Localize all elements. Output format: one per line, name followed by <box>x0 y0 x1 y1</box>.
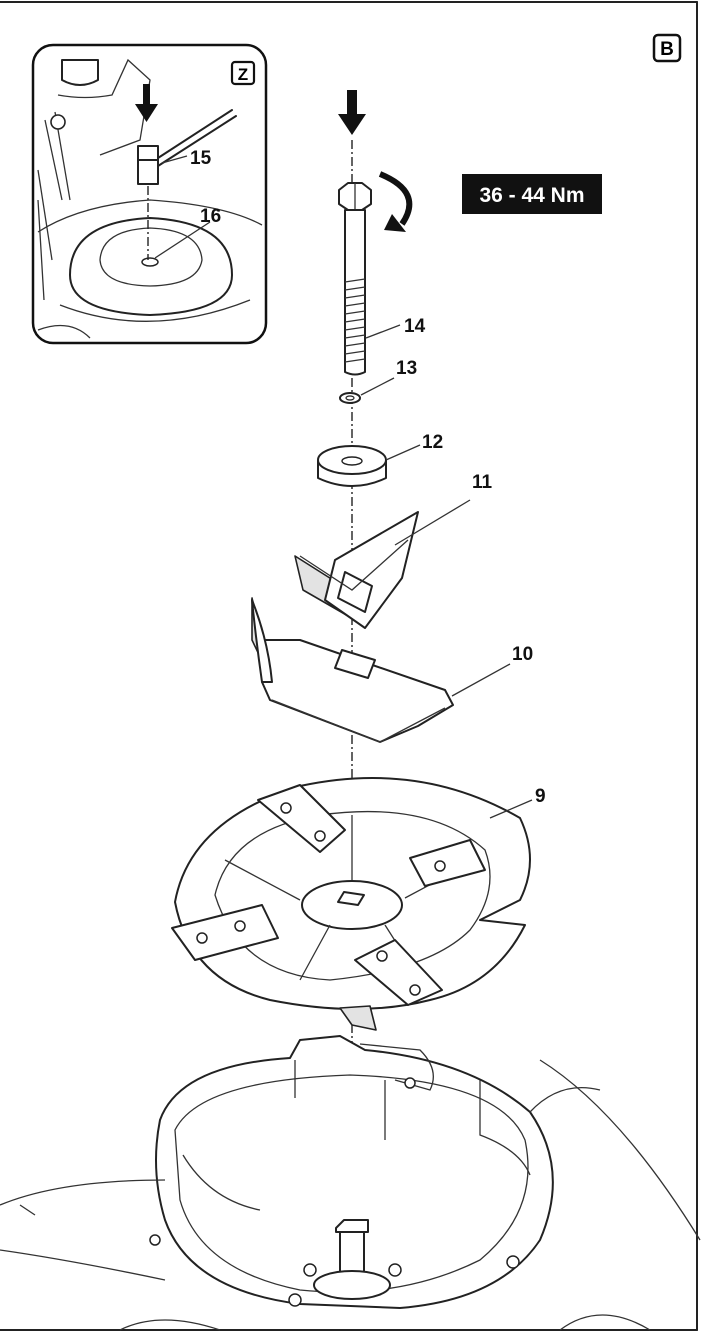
inset-down-arrow-icon <box>135 84 158 122</box>
torque-spec: 36 - 44 Nm <box>479 184 584 207</box>
tighten-rotation-arrow-icon <box>378 171 413 232</box>
panel-letter: B <box>660 39 674 60</box>
callout-16: 16 <box>200 206 221 227</box>
callout-12: 12 <box>422 432 443 453</box>
blade-11: 11 <box>294 472 493 629</box>
down-arrow-icon <box>338 90 366 135</box>
bolt-14: 14 <box>338 182 426 376</box>
callout-15: 15 <box>190 148 212 169</box>
inset-detail-z: Z 15 16 <box>31 43 268 345</box>
inset-letter: Z <box>238 65 248 84</box>
panel-letter-badge: B <box>652 33 682 63</box>
callout-9: 9 <box>535 786 546 807</box>
mower-deck-housing <box>0 1035 701 1331</box>
blade-carrier-9: 9 <box>171 776 546 1031</box>
washer-13: 13 <box>339 358 417 404</box>
callout-11: 11 <box>472 472 493 493</box>
callout-13: 13 <box>396 358 417 379</box>
spacer-12: 12 <box>317 432 443 487</box>
torque-spec-badge: 36 - 44 Nm <box>462 174 602 214</box>
callout-10: 10 <box>512 644 533 665</box>
blade-10: 10 <box>251 597 533 743</box>
page-frame <box>0 1 698 1331</box>
callout-14: 14 <box>404 316 426 337</box>
